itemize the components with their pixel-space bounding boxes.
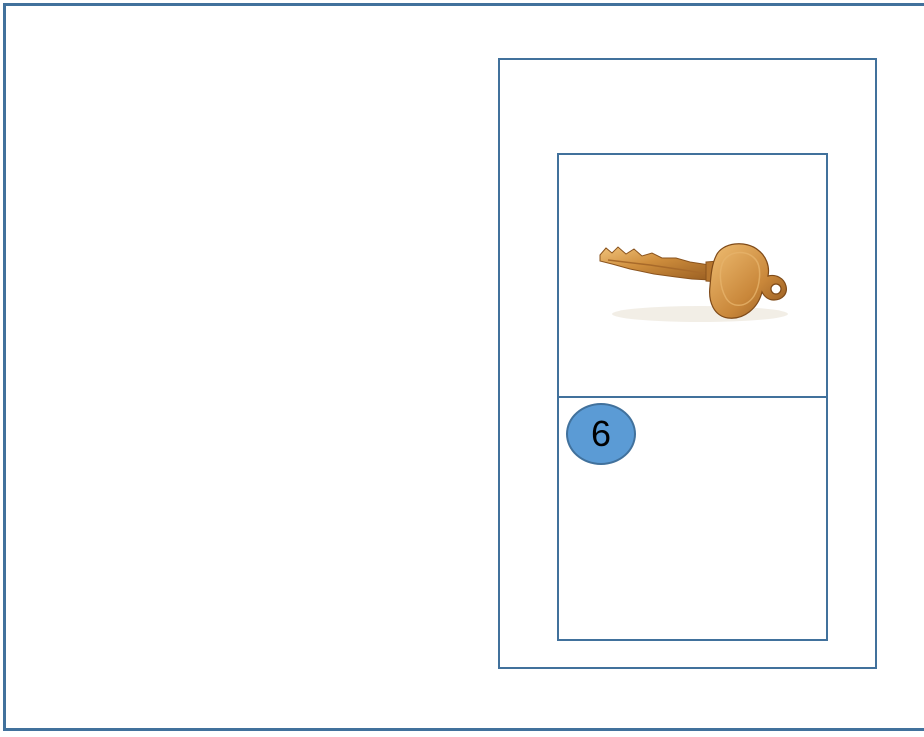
key-icon [590,236,790,332]
number-badge-label: 6 [591,416,611,452]
number-badge: 6 [566,403,636,465]
